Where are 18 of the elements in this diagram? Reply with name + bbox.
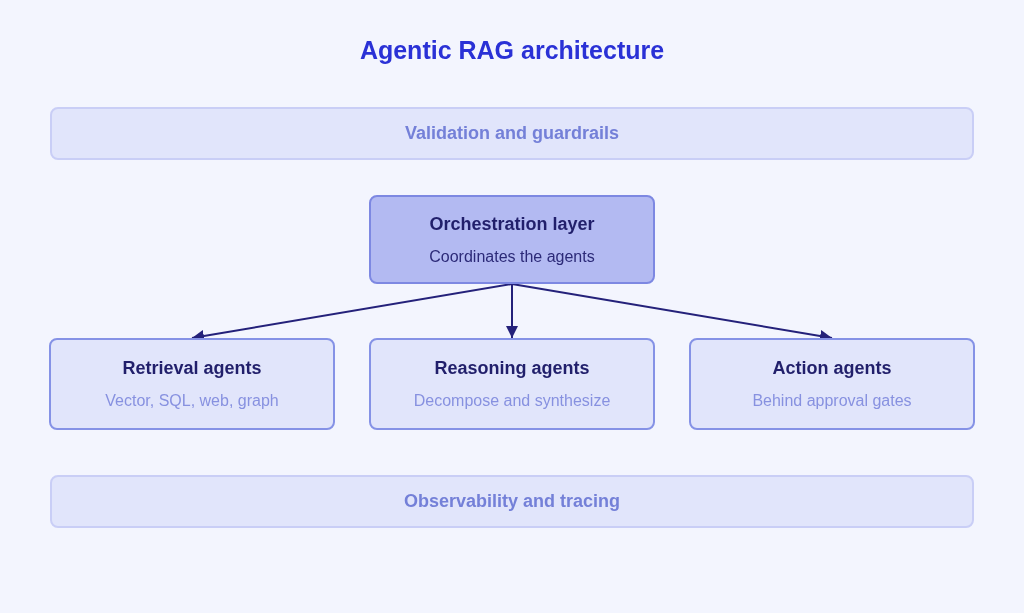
box-subtitle: Decompose and synthesize: [413, 392, 611, 410]
agent-box: [49, 338, 335, 430]
box-heading: Action agents: [772, 358, 892, 379]
box-subtitle: Vector, SQL, web, graph: [105, 392, 279, 410]
agent-box: [689, 338, 975, 430]
agent-box: [369, 338, 655, 430]
layer-band: [50, 107, 974, 160]
arrow: [506, 283, 518, 339]
layer-label: Observability and tracing: [403, 491, 621, 512]
orchestration-box: [369, 195, 655, 284]
box-heading: Retrieval agents: [122, 358, 262, 379]
box-heading: Reasoning agents: [434, 358, 590, 379]
layer-band: [50, 475, 974, 528]
box-subtitle: Coordinates the agents: [429, 247, 595, 266]
layer-label: Validation and guardrails: [404, 123, 620, 144]
box-heading: Orchestration layer: [429, 213, 595, 235]
box-subtitle: Behind approval gates: [752, 392, 912, 410]
diagram-title: Agentic RAG architecture: [359, 36, 665, 65]
